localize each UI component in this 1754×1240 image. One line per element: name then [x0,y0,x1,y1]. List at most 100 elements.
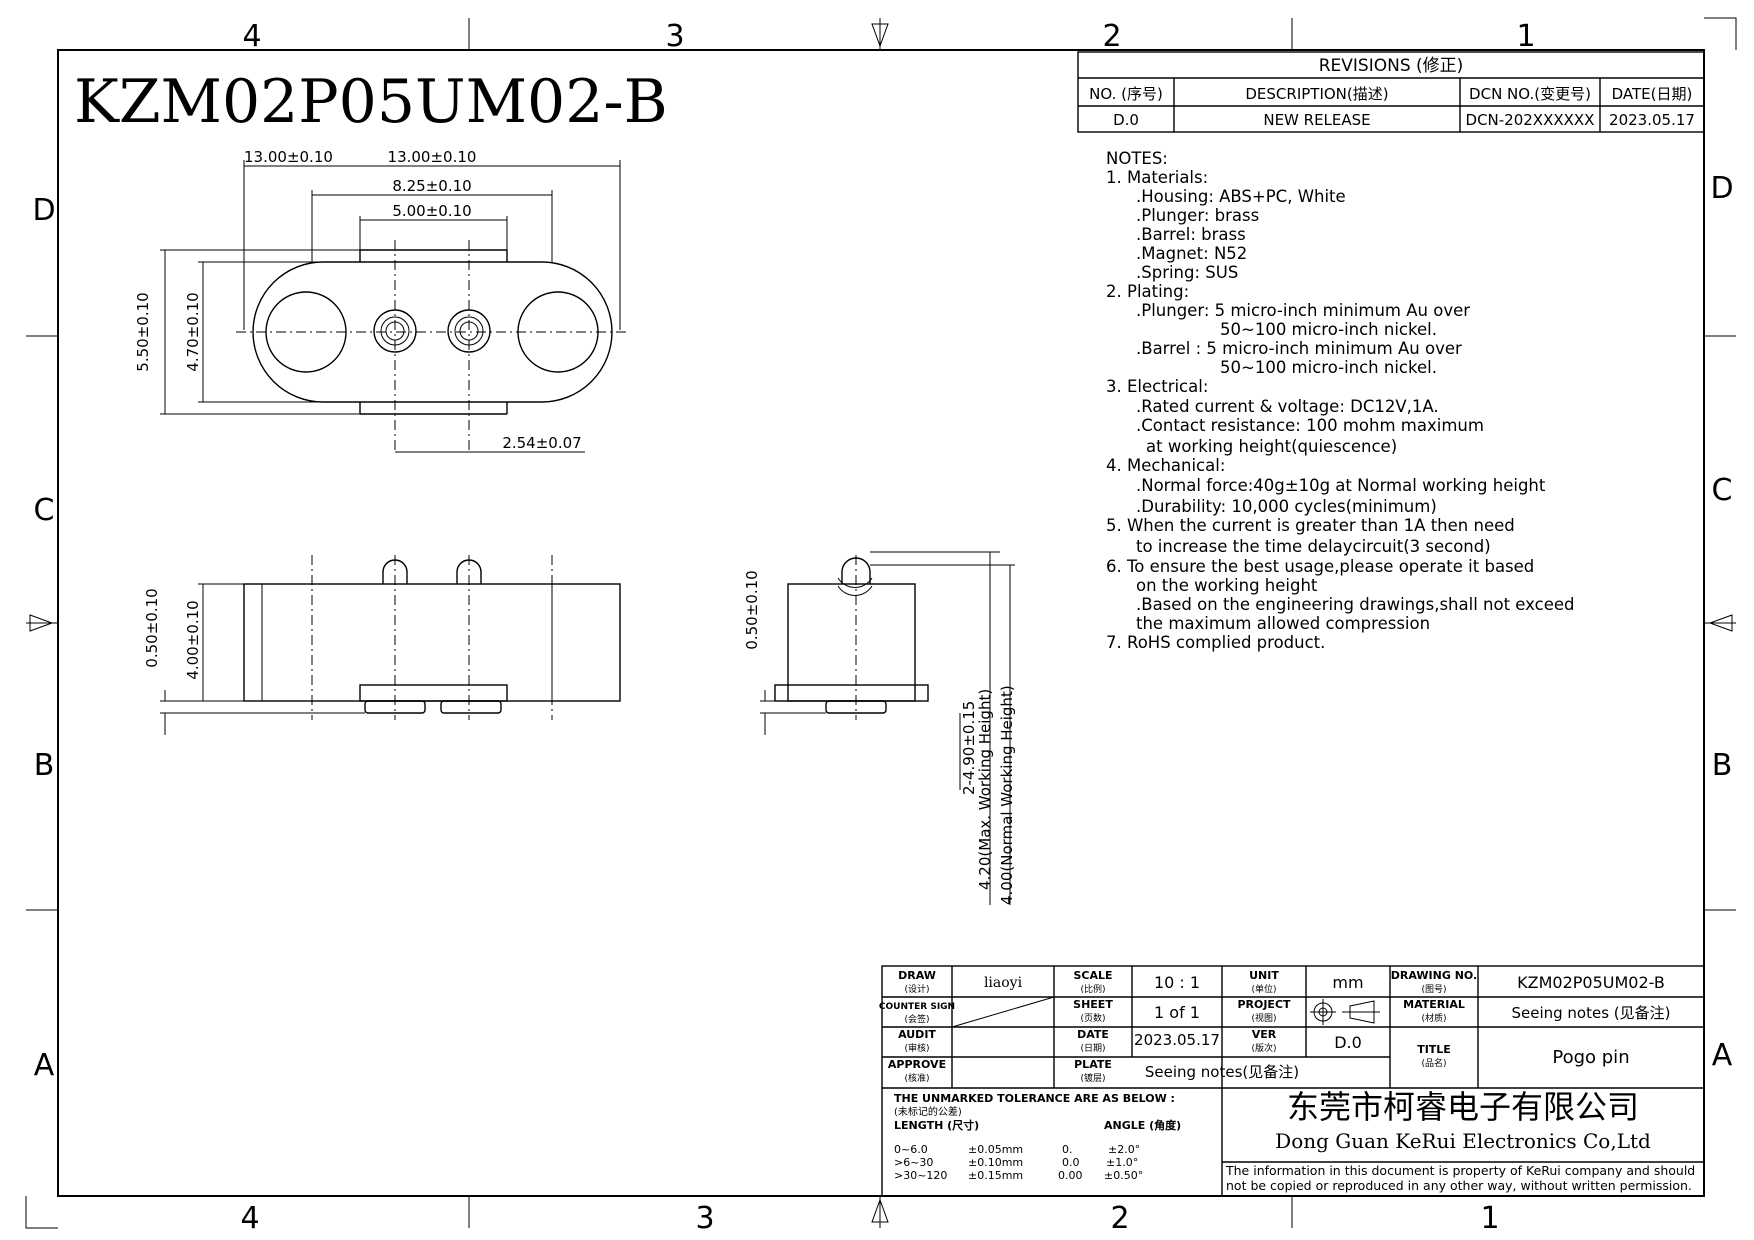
note-line: 7. RoHS complied product. [1106,633,1325,652]
revisions-header-date: DATE(日期) [1612,85,1693,103]
grid-col-3-bottom: 3 [695,1201,714,1236]
note-line: 4. Mechanical: [1106,456,1225,475]
project-label: PROJECT [1237,998,1291,1011]
note-line: .Barrel : 5 micro-inch minimum Au over [1136,339,1462,358]
revision-no: D.0 [1113,111,1139,129]
tolerance-range: >6~30 [894,1156,933,1169]
note-line: 50~100 micro-inch nickel. [1220,358,1437,377]
dim-pin-pitch: 2.54±0.07 [502,434,581,452]
sheet-value: 1 of 1 [1154,1003,1200,1022]
ver-label: VER [1252,1028,1277,1041]
top-view: 13.00±0.10 13.00±0.10 8.25±0.10 5.00±0.1… [134,148,630,453]
note-line: .Contact resistance: 100 mohm maximum [1136,416,1484,435]
note-line: 6. To ensure the best usage,please opera… [1106,557,1534,576]
revisions-title: REVISIONS (修正) [1319,56,1464,76]
note-line: 1. Materials: [1106,168,1208,187]
scale-label-cn: (比例) [1080,983,1105,995]
material-label: MATERIAL [1403,998,1465,1011]
note-line: .Rated current & voltage: DC12V,1A. [1136,397,1439,416]
tolerance-angle-precision: 0.0 [1062,1156,1080,1169]
plate-value: Seeing notes(见备注) [1145,1063,1299,1081]
date-label: DATE [1077,1028,1109,1041]
unit-value: mm [1332,973,1363,992]
dim-overall-height: 5.50±0.10 [134,292,152,371]
revision-dcn: DCN-202XXXXXX [1466,111,1595,129]
notes-heading: NOTES: [1106,149,1168,168]
approve-label-cn: (核准) [904,1072,929,1084]
grid-row-d-right: D [1710,171,1733,206]
tolerance-angle: ±0.50° [1104,1169,1143,1182]
grid-row-b-left: B [34,748,55,783]
draw-value: liaoyi [984,975,1023,991]
title-block: DRAW (设计) liaoyi SCALE (比例) 10 : 1 UNIT … [879,965,1705,1197]
note-line: .Spring: SUS [1136,263,1238,282]
revisions-header-dcn: DCN NO.(变更号) [1469,85,1591,103]
tolerance-title: THE UNMARKED TOLERANCE ARE AS BELOW : [894,1092,1175,1105]
audit-label: AUDIT [898,1028,936,1041]
note-line: 2. Plating: [1106,282,1189,301]
tolerance-title-cn: (未标记的公差) [894,1105,962,1118]
note-line: to increase the time delaycircuit(3 seco… [1136,537,1491,556]
dim-body-span: 5.00±0.10 [392,202,471,220]
grid-row-a-right: A [1712,1038,1733,1073]
front-view: 0.50±0.10 4.00±0.10 [143,555,621,735]
scale-label: SCALE [1073,969,1112,982]
dim-working-stroke: 2-4.90±0.15 [960,701,978,795]
company-name-cn: 东莞市柯睿电子有限公司 [1287,1088,1639,1126]
part-number-title: KZM02P05UM02-B [74,67,668,137]
drawing-no-label-cn: (图号) [1421,984,1446,995]
dim-front-offset: 0.50±0.10 [143,588,161,667]
draw-label: DRAW [898,969,936,982]
grid-labels: 4 3 2 1 4 3 2 1 D C B A D C B A [32,19,1733,1236]
notes-block: NOTES: 1. Materials: .Housing: ABS+PC, W… [1106,149,1574,652]
sheet-label-cn: (页数) [1080,1012,1105,1024]
audit-label-cn: (审核) [904,1042,929,1054]
dim-side-offset: 0.50±0.10 [743,570,761,649]
length-label: LENGTH (尺寸) [894,1118,979,1132]
note-line: 3. Electrical: [1106,377,1208,396]
note-line: .Plunger: 5 micro-inch minimum Au over [1136,301,1470,320]
grid-row-a-left: A [34,1048,55,1083]
dim-normal-working-height: 4.00(Normal Working Height) [998,685,1016,905]
tolerance-angle: ±1.0° [1106,1156,1138,1169]
material-value: Seeing notes (见备注) [1511,1004,1670,1022]
grid-col-4-top: 4 [242,19,261,54]
tolerance-angle-precision: 0.00 [1058,1169,1083,1182]
draw-label-cn: (设计) [904,983,929,995]
revisions-table: REVISIONS (修正) NO. (序号) DESCRIPTION(描述) … [1077,51,1705,133]
dim-body-height: 4.70±0.10 [184,292,202,371]
title-label-cn: (品名) [1421,1057,1446,1069]
note-line: .Plunger: brass [1136,206,1259,225]
grid-col-1-top: 1 [1516,19,1535,54]
ver-label-cn: (版次) [1251,1042,1276,1054]
grid-row-d-left: D [32,193,55,228]
dim-d1-anchor: 13.00±0.10 [244,148,333,166]
date-value: 2023.05.17 [1134,1031,1220,1049]
note-line: .Magnet: N52 [1136,244,1247,263]
approve-label: APPROVE [888,1058,946,1071]
tolerance-length: ±0.05mm [968,1143,1023,1156]
grid-row-c-left: C [34,493,55,528]
disclaimer-line-2: not be copied or reproduced in any other… [1226,1178,1692,1193]
revisions-header-no: NO. (序号) [1089,85,1163,103]
dim-front-height: 4.00±0.10 [184,600,202,679]
tolerance-range: 0~6.0 [894,1143,928,1156]
sheet-label: SHEET [1073,998,1113,1011]
unit-label-cn: (单位) [1251,983,1276,995]
project-label-cn: (视图) [1251,1012,1276,1024]
note-line: 5. When the current is greater than 1A t… [1106,516,1515,535]
revisions-header-description: DESCRIPTION(描述) [1245,85,1388,103]
counter-sign-label: COUNTER SIGN [879,1002,955,1012]
material-label-cn: (材质) [1421,1012,1446,1024]
plate-label: PLATE [1074,1058,1112,1071]
note-line: at working height(quiescence) [1146,437,1397,456]
sheet-frame [25,17,1737,1229]
drawing-no-value: KZM02P05UM02-B [1517,973,1665,992]
dim-overall-width: 13.00±0.10 [388,148,477,166]
note-line: .Durability: 10,000 cycles(minimum) [1136,497,1437,516]
tolerance-angle: ±2.0° [1108,1143,1140,1156]
plate-label-cn: (镀层) [1080,1072,1105,1084]
tolerance-length: ±0.10mm [968,1156,1023,1169]
grid-col-1-bottom: 1 [1480,1201,1499,1236]
